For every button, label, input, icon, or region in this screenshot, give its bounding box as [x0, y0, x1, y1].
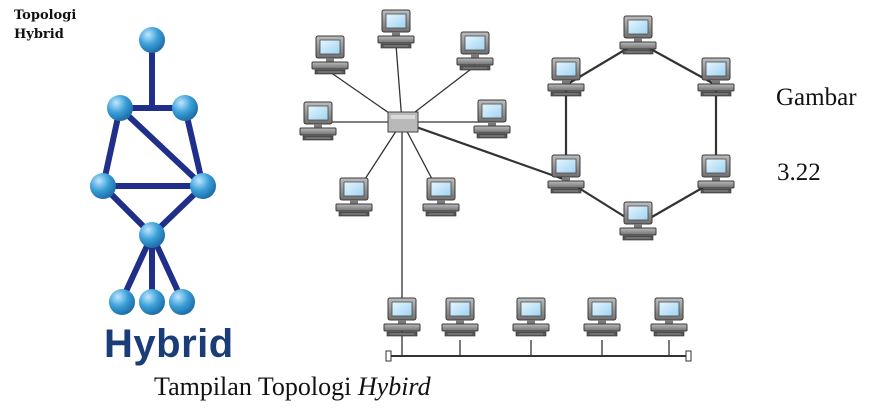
logo-edge	[117, 105, 206, 189]
computer-icon	[377, 9, 415, 49]
caption-text: Tampilan Topologi	[154, 372, 352, 401]
logo-node	[139, 222, 165, 248]
computer-icon	[422, 177, 460, 217]
computer-icon	[311, 35, 349, 75]
logo-node	[90, 173, 116, 199]
logo-node	[139, 289, 165, 315]
computer-icon	[299, 101, 337, 141]
computer-icon	[583, 297, 621, 337]
computer-icon	[697, 154, 735, 194]
caption-italic-text: Hybird	[357, 372, 431, 401]
computer-icon	[473, 99, 511, 139]
computer-icon	[456, 31, 494, 71]
computer-icon	[619, 201, 657, 241]
logo-node	[139, 27, 165, 53]
computer-icon	[650, 297, 688, 337]
computer-icon	[383, 297, 421, 337]
computer-icon	[335, 177, 373, 217]
computer-icon	[547, 57, 585, 97]
diagram-title-line-1: Topologi	[14, 8, 77, 23]
figure-label: Gambar	[776, 84, 857, 111]
figure-number: 3.22	[777, 159, 821, 186]
logo-edge	[100, 105, 123, 189]
logo-node	[172, 95, 198, 121]
computer-icon	[441, 297, 479, 337]
computer-icon	[619, 15, 657, 55]
logo-node	[109, 289, 135, 315]
computer-icon	[547, 154, 585, 194]
logo-node	[169, 289, 195, 315]
bus-terminator-icon	[685, 350, 692, 362]
star-link	[395, 44, 403, 123]
hybrid-logo-graph	[90, 27, 216, 315]
hub-ring-link	[401, 120, 567, 182]
hybrid-logo-text: Hybrid	[104, 322, 234, 366]
computer-icon	[512, 297, 550, 337]
network-links	[318, 41, 718, 357]
logo-edge	[182, 105, 206, 189]
logo-node	[107, 95, 133, 121]
diagram-title-line-2: Hybrid	[14, 27, 64, 42]
hub-icon	[387, 111, 419, 133]
bus-terminator-icon	[385, 350, 392, 362]
figure-caption: Tampilan Topologi Hybird	[154, 372, 431, 402]
computer-icon	[697, 57, 735, 97]
logo-node	[190, 173, 216, 199]
